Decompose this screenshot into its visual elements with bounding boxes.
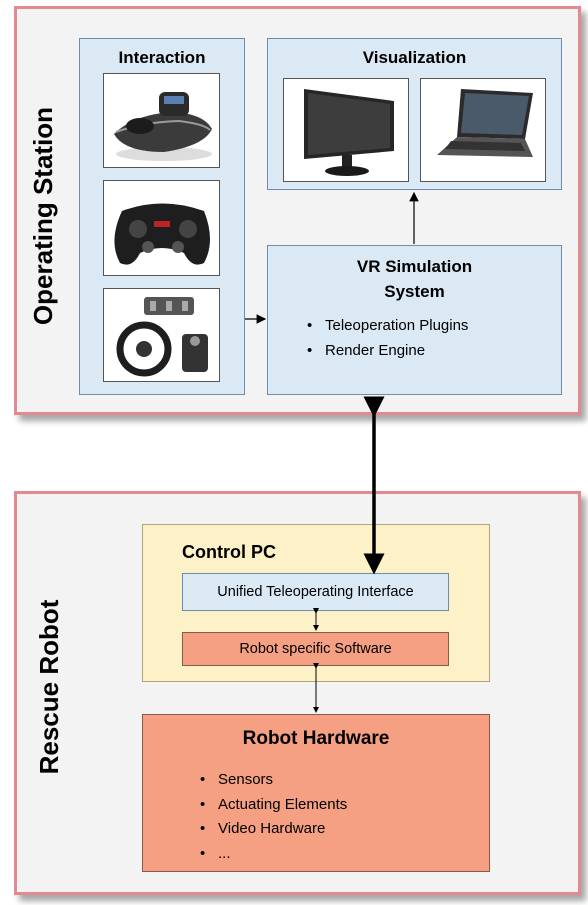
robot-software-box: Robot specific Software <box>182 632 449 666</box>
monitor-image <box>283 78 409 182</box>
gamepad-image <box>103 180 220 276</box>
control-pc-title: Control PC <box>182 542 276 562</box>
steering-wheel-image <box>103 288 220 382</box>
vr-simulation-list: Teleoperation Plugins Render Engine <box>303 314 553 363</box>
hardware-item-sensors: Sensors <box>196 768 476 793</box>
vr-item-teleoperation-plugins: Teleoperation Plugins <box>303 314 553 339</box>
hardware-item-video-hardware: Video Hardware <box>196 817 476 842</box>
unified-interface-box: Unified Teleoperating Interface <box>182 573 449 611</box>
hardware-item-actuating-elements: Actuating Elements <box>196 793 476 818</box>
robot-hardware-list: Sensors Actuating Elements Video Hardwar… <box>196 768 476 866</box>
visualization-title: Visualization <box>362 48 467 67</box>
laptop-image <box>420 78 546 182</box>
hardware-item-more: ... <box>196 842 476 867</box>
space-mouse-image <box>103 73 220 168</box>
robot-software-label: Robot specific Software <box>239 641 392 657</box>
vr-simulation-title-line2: System <box>384 282 445 301</box>
robot-hardware-title: Robot Hardware <box>242 728 390 749</box>
unified-interface-label: Unified Teleoperating Interface <box>217 584 414 600</box>
vr-item-render-engine: Render Engine <box>303 339 553 364</box>
vr-simulation-title-line1: VR Simulation <box>356 257 473 276</box>
interaction-title: Interaction <box>118 48 206 67</box>
